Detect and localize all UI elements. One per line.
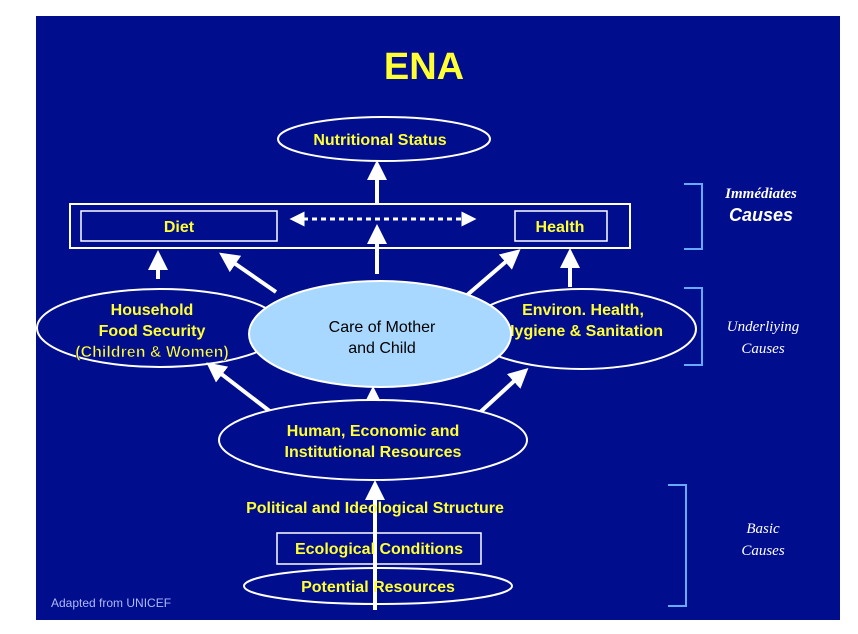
- basic-label-line2: Causes: [741, 543, 785, 559]
- underlying-label-line1: Underliying: [727, 319, 800, 335]
- slide-background: ENA Nutritional Status Diet Health House…: [36, 16, 840, 620]
- household-label-line3: (Children & Women): [75, 344, 228, 361]
- immediate-causes-box: [69, 203, 631, 249]
- arrow-care-to-diet: [219, 252, 278, 294]
- environ-label-line1: Environ. Health,: [522, 302, 644, 319]
- arrow-resources-to-environ: [474, 367, 529, 418]
- care-label-line1: Care of Mother: [329, 319, 436, 336]
- environ-label-line2: Hygiene & Sanitation: [503, 323, 663, 340]
- diet-node: [80, 210, 278, 242]
- underlying-bracket: [684, 287, 703, 366]
- source-credit: Adapted from UNICEF: [51, 596, 171, 610]
- underlying-label-line2: Causes: [741, 341, 785, 357]
- household-label-line1: Household: [111, 302, 194, 319]
- resources-label-line2: Institutional Resources: [285, 444, 462, 461]
- ecological-conditions-node: [276, 532, 482, 565]
- health-node: [514, 210, 608, 242]
- political-structure-label: Political and Ideological Structure: [246, 500, 504, 517]
- basic-bracket: [668, 484, 687, 607]
- basic-label-line1: Basic: [746, 521, 780, 537]
- care-label-line2: and Child: [348, 340, 416, 357]
- arrow-care-to-health: [464, 249, 521, 298]
- diagram-canvas: ENA Nutritional Status Diet Health House…: [36, 46, 800, 610]
- nutritional-status-label: Nutritional Status: [313, 132, 446, 149]
- arrow-resources-to-household: [206, 362, 278, 418]
- health-label: Health: [536, 219, 585, 236]
- ecological-conditions-label: Ecological Conditions: [295, 541, 463, 558]
- immediate-label-line1: Immédiates: [724, 186, 797, 202]
- human-economic-resources-node: [218, 399, 528, 481]
- diet-label: Diet: [164, 219, 195, 236]
- potential-resources-label: Potential Resources: [301, 579, 455, 596]
- immediate-bracket: [684, 183, 703, 250]
- immediate-label-line2: Causes: [729, 205, 793, 225]
- potential-resources-node: [243, 567, 513, 605]
- household-label-line2: Food Security: [99, 323, 206, 340]
- resources-label-line1: Human, Economic and: [287, 423, 459, 440]
- diagram-title: ENA: [384, 46, 464, 88]
